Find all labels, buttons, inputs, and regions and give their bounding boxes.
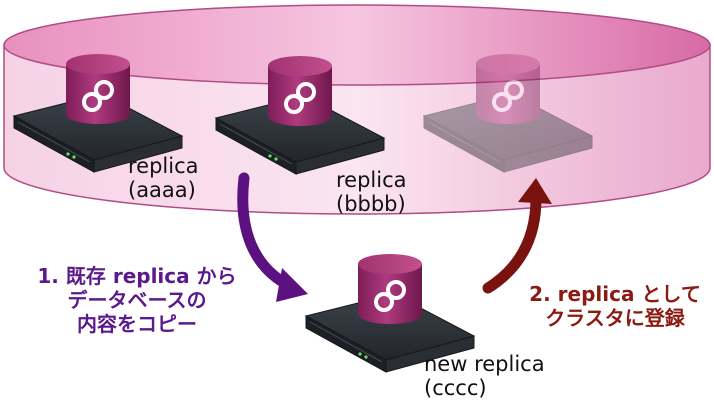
step-register-text: 2. replica として クラスタに登録 [529,282,701,330]
node-label-bbbb: replica (bbbb) [336,168,407,216]
server-aaaa [12,54,184,173]
register-arrow [482,178,552,294]
database-icon [66,54,130,124]
node-name: replica [128,154,199,178]
server-bbbb [214,56,386,175]
server-slot-ghost [422,54,594,173]
step-copy-text: 1. 既存 replica から データベースの 内容をコピー [37,264,237,336]
rack-server-icon [304,293,476,373]
server-cccc [304,254,476,373]
node-label-cccc: new replica (cccc) [424,352,545,400]
rack-server-icon [12,93,184,173]
database-icon [358,254,422,324]
node-name: new replica [424,352,545,376]
node-id: (aaaa) [128,178,196,202]
rack-server-icon [214,95,386,175]
node-id: (bbbb) [336,192,406,216]
database-icon [268,56,332,126]
copy-arrow [237,172,308,302]
node-label-aaaa: replica (aaaa) [128,154,199,202]
database-icon [476,54,540,124]
rack-server-icon [422,93,594,173]
node-id: (cccc) [424,376,487,400]
node-name: replica [336,168,407,192]
